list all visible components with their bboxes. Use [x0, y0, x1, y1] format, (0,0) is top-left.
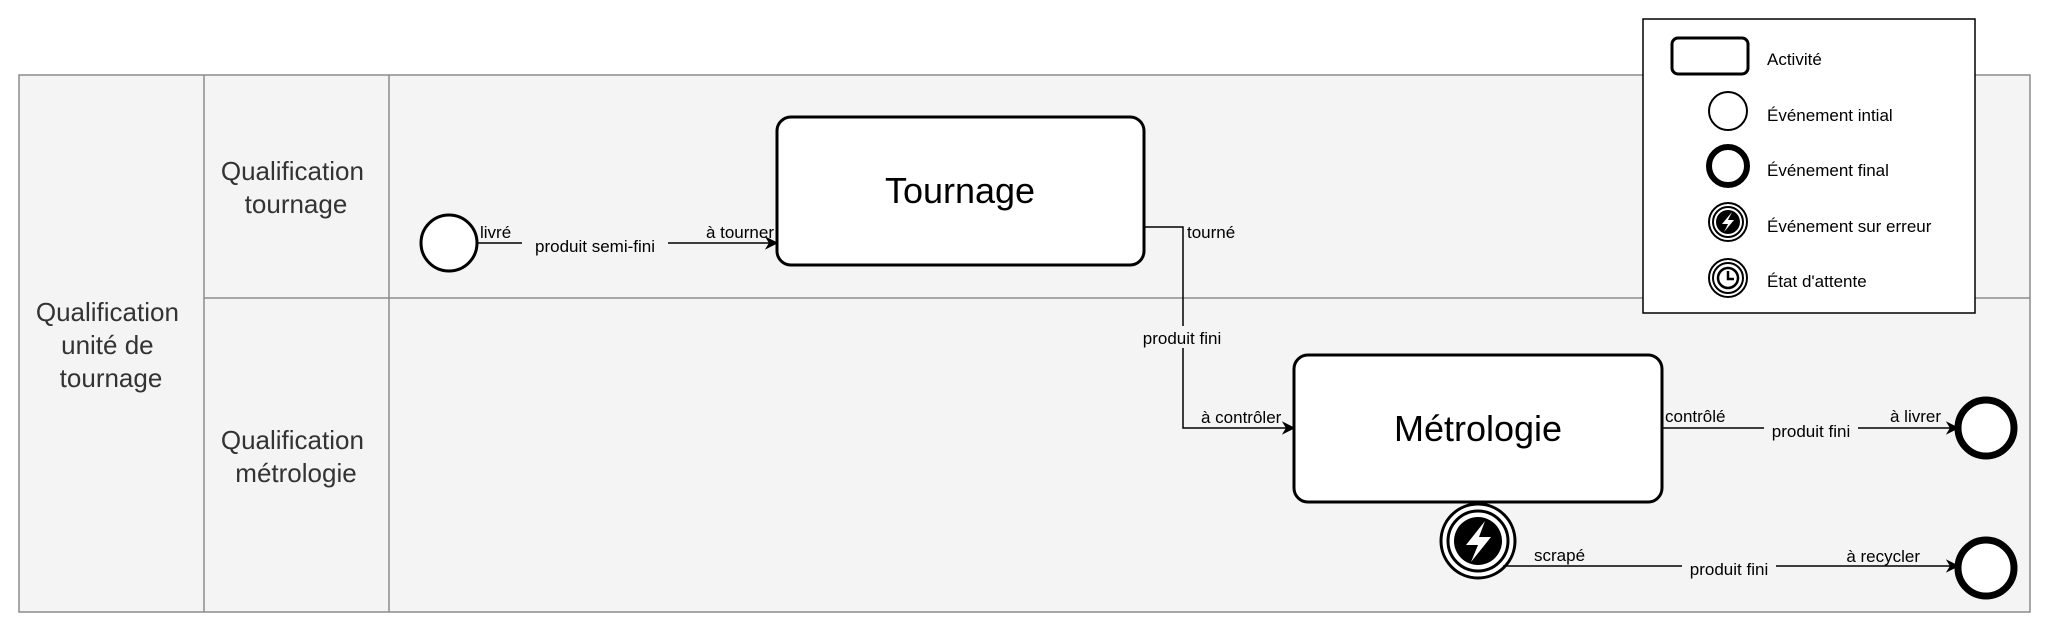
lightning-icon-small — [1722, 212, 1734, 232]
pool-label-line-1: Qualification — [36, 297, 179, 327]
lane-metrologie-label-line-1: Qualification — [221, 425, 364, 455]
edge-1-middle-label: produit semi-fini — [535, 237, 655, 256]
edge-1-target-label: à tourner — [706, 223, 774, 242]
edge-3-middle-label-bg — [1764, 419, 1858, 441]
pool-label-line-3: tournage — [60, 363, 163, 393]
task-tournage[interactable]: Tournage — [775, 115, 1146, 267]
legend-item-end: Événement final — [1706, 144, 1889, 188]
lane-tournage-label-line-2: tournage — [245, 189, 348, 219]
edge-4-middle-label-bg — [1682, 557, 1776, 579]
edge-4-source-label: scrapé — [1534, 546, 1585, 565]
lane-tournage-label-line-1: Qualification — [221, 156, 364, 186]
legend-label-end: Événement final — [1767, 161, 1889, 180]
pool-label-line-2: unité de — [61, 330, 154, 360]
edge-3-target-label: à livrer — [1890, 407, 1941, 426]
start-event[interactable] — [419, 213, 479, 273]
start-event-icon — [1708, 91, 1748, 131]
legend-item-timer: État d'attente — [1708, 258, 1867, 298]
lane-tournage-label: Qualification tournage — [221, 156, 371, 219]
lane-metrologie-label: Qualification métrologie — [221, 425, 371, 488]
end-event-livrer[interactable] — [1954, 396, 2018, 460]
edge-2-target-label: à contrôler — [1201, 408, 1282, 427]
edge-start-to-tournage: livré produit semi-fini à tourner — [477, 223, 779, 256]
legend-label-activity: Activité — [1767, 50, 1822, 69]
legend-label-start: Événement intial — [1767, 106, 1893, 125]
end-event-icon — [1706, 144, 1750, 188]
legend-item-error: Événement sur erreur — [1708, 202, 1932, 242]
clock-icon-hands — [1726, 271, 1734, 281]
edge-2-middle-label-bg — [1130, 326, 1234, 348]
legend-label-error: Événement sur erreur — [1767, 217, 1932, 236]
edge-4-middle-label: produit fini — [1690, 560, 1768, 579]
edge-4-target-label: à recycler — [1846, 547, 1920, 566]
end-event-recycler[interactable] — [1954, 536, 2018, 600]
lane-metrologie: Qualification métrologie — [221, 425, 371, 488]
edge-3-source-label: contrôlé — [1665, 407, 1725, 426]
pool-label: Qualification unité de tournage — [36, 297, 186, 393]
edge-error-to-end: scrapé produit fini à recycler — [1503, 546, 1960, 579]
edge-tournage-to-metrologie: tourné produit fini à contrôler — [1130, 223, 1296, 435]
edge-1-middle-label-bg — [522, 234, 668, 256]
lightning-icon — [1466, 521, 1491, 562]
task-metrologie-label: Métrologie — [1394, 408, 1562, 449]
edge-3-middle-label: produit fini — [1772, 422, 1850, 441]
error-boundary-event[interactable] — [1439, 502, 1517, 580]
task-tournage-label: Tournage — [885, 170, 1035, 211]
lane-tournage: Qualification tournage — [221, 156, 371, 219]
edge-2-source-label: tourné — [1187, 223, 1235, 242]
lane-metrologie-label-line-2: métrologie — [235, 458, 356, 488]
edge-1-source-label: livré — [480, 223, 511, 242]
legend-item-activity: Activité — [1670, 36, 1822, 76]
task-tournage-box[interactable] — [775, 115, 1146, 267]
activity-rect-icon — [1670, 36, 1750, 76]
legend: Activité Événement intial Événement fina… — [1642, 18, 1976, 314]
edge-metrologie-to-end: contrôlé produit fini à livrer — [1662, 407, 1960, 441]
legend-item-start: Événement intial — [1708, 91, 1893, 131]
legend-label-timer: État d'attente — [1767, 272, 1867, 291]
task-metrologie[interactable]: Métrologie — [1292, 353, 1664, 504]
edge-2-middle-label: produit fini — [1143, 329, 1221, 348]
